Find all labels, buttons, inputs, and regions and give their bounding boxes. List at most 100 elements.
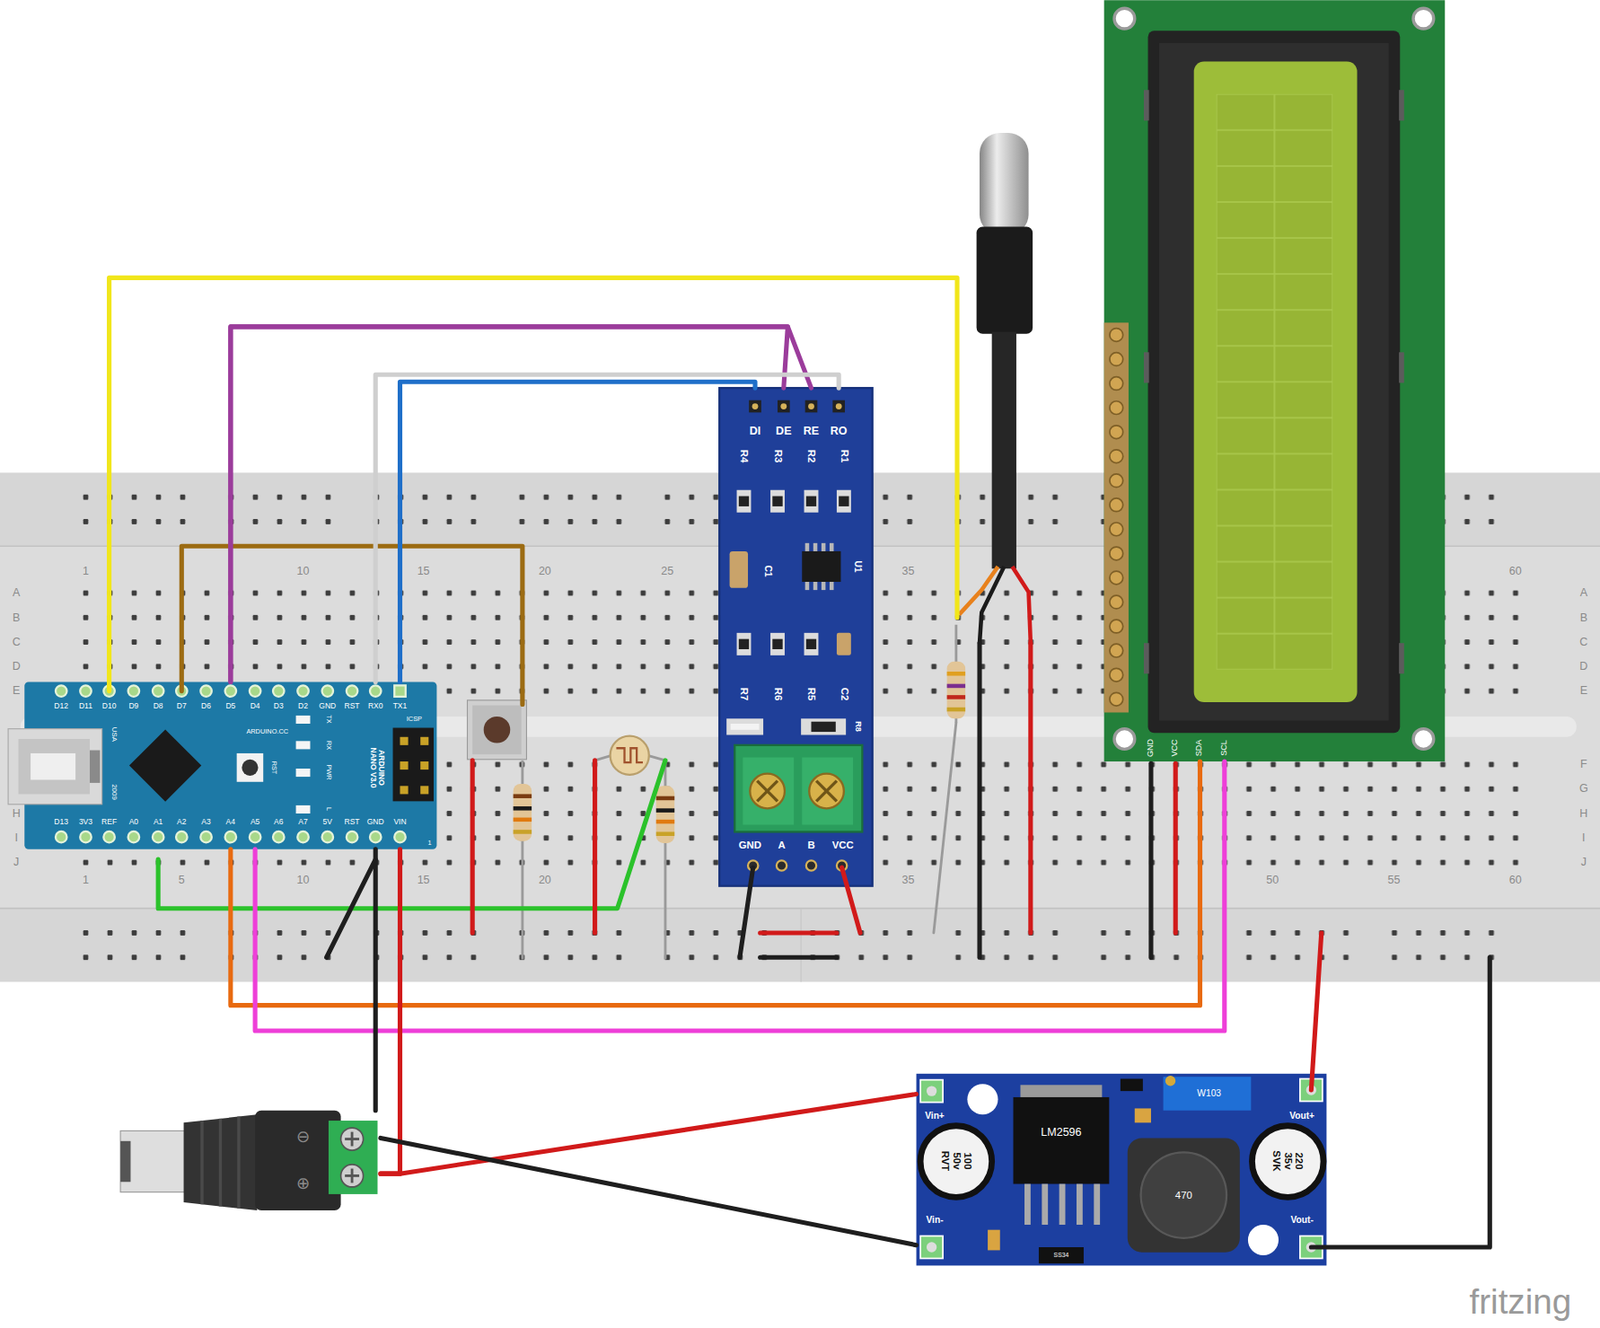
breadboard xyxy=(73,920,1528,970)
rs485-module xyxy=(749,773,844,809)
silkscreen-label: 3V3 xyxy=(79,817,93,827)
silkscreen-label: TX xyxy=(325,714,332,723)
resistor-symbol xyxy=(656,819,675,825)
arduino-nano xyxy=(297,831,309,844)
arduino-nano xyxy=(272,831,285,844)
arduino-nano xyxy=(225,831,238,844)
silkscreen-label: R1 xyxy=(838,449,849,464)
lcd-display xyxy=(1109,328,1124,343)
silkscreen-label: RST xyxy=(270,760,277,774)
silkscreen-label: D5 xyxy=(225,702,236,711)
rs485-module xyxy=(719,387,872,887)
silkscreen-label: C1 xyxy=(762,565,772,578)
photoresistor xyxy=(610,736,650,775)
rs485-module xyxy=(835,403,843,410)
resistor-symbol xyxy=(513,829,532,835)
row-letter: C xyxy=(12,636,21,649)
rs485-module xyxy=(737,632,752,656)
silkscreen-label: GND xyxy=(318,702,336,711)
resistor-symbol xyxy=(513,783,532,842)
jumper-wire xyxy=(380,849,401,1174)
silkscreen-label: D8 xyxy=(153,702,164,711)
dc-jack xyxy=(328,1120,379,1195)
silkscreen-label: A xyxy=(777,840,785,851)
pin-label: VCC xyxy=(1171,738,1180,757)
resistor-symbol xyxy=(947,707,966,713)
temperature-probe xyxy=(992,332,1017,570)
row-letter: A xyxy=(12,587,20,599)
arduino-nano xyxy=(129,729,202,801)
push-button xyxy=(467,700,528,760)
rs485-module xyxy=(805,581,810,590)
silkscreen-label: A0 xyxy=(129,817,139,827)
resistor-symbol xyxy=(947,661,966,720)
buck-converter xyxy=(1038,1247,1084,1264)
silkscreen-label: A2 xyxy=(176,817,186,827)
rs485-module xyxy=(734,745,862,833)
silkscreen-label: D2 xyxy=(298,702,308,711)
silkscreen-label: DI xyxy=(749,424,762,437)
lcd-display xyxy=(1109,352,1124,367)
column-number: 10 xyxy=(297,873,310,886)
column-number: 15 xyxy=(417,873,431,886)
arduino-nano xyxy=(241,759,258,776)
jumper-wire xyxy=(375,374,839,682)
resistor-symbol xyxy=(947,684,966,689)
arduino-nano xyxy=(346,685,359,697)
rs485-module xyxy=(821,581,827,590)
rs485-module xyxy=(811,721,836,732)
rs485-module xyxy=(777,400,791,414)
rs485-module xyxy=(748,400,845,414)
resistor-symbol xyxy=(513,817,532,823)
lcd-display xyxy=(1109,498,1124,512)
arduino-nano xyxy=(400,761,409,770)
rs485-module xyxy=(772,496,783,507)
arduino-nano xyxy=(297,685,309,697)
silkscreen-label: RE xyxy=(803,424,819,437)
silkscreen-label: D6 xyxy=(201,702,211,711)
lcd-display xyxy=(1159,43,1390,721)
buck-converter xyxy=(1163,1076,1252,1111)
arduino-nano xyxy=(175,831,188,844)
row-letter: D xyxy=(1579,660,1588,673)
silkscreen-label: 2009 xyxy=(110,783,118,800)
silkscreen-label: R6 xyxy=(772,687,783,702)
silkscreen-label: PWR xyxy=(325,764,332,781)
push-button xyxy=(483,716,511,744)
arduino-nano xyxy=(237,753,264,783)
rs485-module xyxy=(756,781,778,802)
rs485-module xyxy=(749,773,785,809)
row-letter: E xyxy=(1580,685,1588,697)
buck-converter xyxy=(1134,1107,1152,1123)
arduino-nano xyxy=(225,685,238,697)
dc-jack xyxy=(120,1130,186,1192)
lcd-display xyxy=(1114,729,1135,750)
lcd-module: GNDVCCSDASCL xyxy=(1104,0,1446,762)
arduino-nano xyxy=(55,685,406,843)
buck-converter xyxy=(1120,1078,1143,1091)
arduino-nano xyxy=(369,831,382,844)
silkscreen-label: GND xyxy=(367,817,385,827)
rs485-module xyxy=(805,400,818,414)
jumper-wire xyxy=(109,277,958,691)
jumper-wire xyxy=(380,1137,917,1245)
silkscreen-label: VCC xyxy=(832,840,854,851)
arduino-nano xyxy=(89,750,100,783)
rs485-module xyxy=(747,860,847,871)
watermark: fritzing xyxy=(1468,1284,1572,1320)
buck-converter xyxy=(1019,1084,1102,1099)
resistor-symbol xyxy=(513,793,532,799)
buck-converter xyxy=(920,1125,993,1198)
lcd-display xyxy=(1143,351,1150,383)
buck-converter xyxy=(1251,1125,1324,1198)
arduino-nano xyxy=(400,785,409,794)
rs485-module xyxy=(836,632,852,656)
buck-converter xyxy=(1059,1184,1066,1225)
buck-converter xyxy=(1141,1151,1227,1238)
jumper-wire xyxy=(109,277,1491,1248)
row-letter: F xyxy=(1580,758,1588,771)
row-letter: D xyxy=(12,660,21,673)
rs485-module xyxy=(801,756,853,825)
column-number: 5 xyxy=(178,873,185,886)
rs485-module xyxy=(804,490,819,513)
